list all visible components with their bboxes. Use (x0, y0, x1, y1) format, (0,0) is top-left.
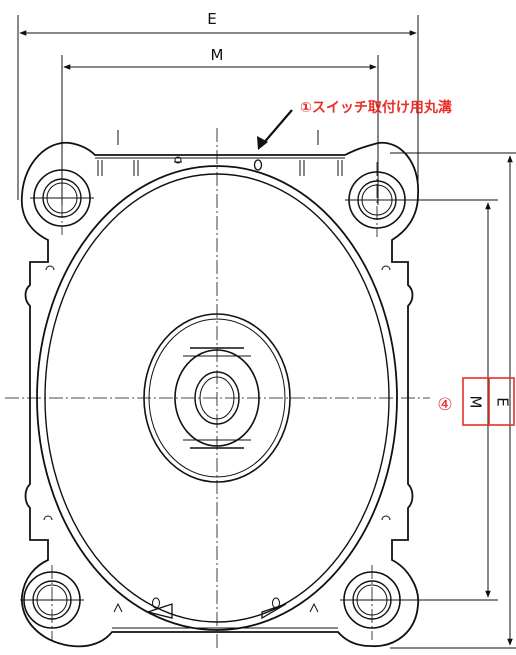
leader-arrow (261, 109, 293, 146)
dimension-label-right-e: E (494, 397, 512, 406)
marker-box: M E (462, 377, 515, 426)
switch-groove-marks (97, 130, 343, 176)
dimension-label-top-m: M (211, 46, 224, 64)
dimension-label-right-m: M (467, 396, 485, 409)
marker-number: ④ (437, 395, 452, 415)
dimension-right-e (390, 152, 516, 649)
switch-groove-label: ①スイッチ取付け用丸溝 (300, 99, 452, 116)
dimension-top-m: M (61, 46, 379, 205)
dimension-top-e: E (17, 10, 419, 200)
side-notch-marks (43, 265, 391, 521)
bottom-groove-marks (113, 597, 319, 620)
cover-plate-outline (20, 141, 420, 648)
dimension-label-top-e: E (207, 10, 216, 28)
